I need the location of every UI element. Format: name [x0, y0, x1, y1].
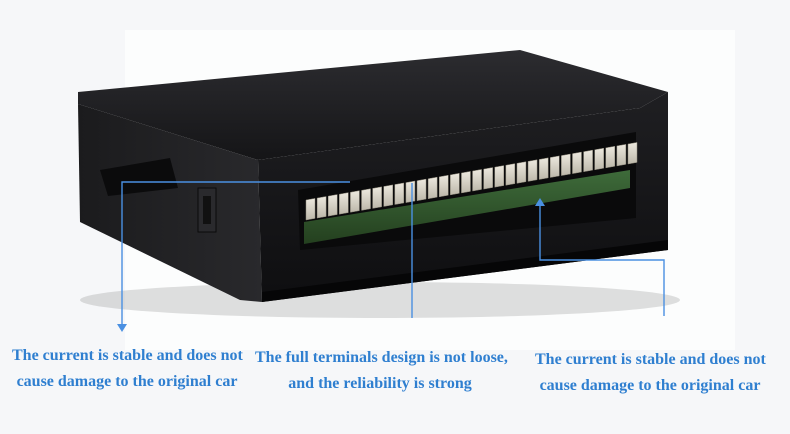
caption-right-line-1: The current is stable and does not: [535, 351, 766, 368]
module-side-face: [78, 104, 262, 302]
connector-pin: [305, 198, 316, 221]
caption-middle-line-2: and the reliability is strong: [288, 375, 472, 392]
connector-pin: [450, 172, 460, 196]
connector-pin: [416, 178, 427, 201]
callout-lines: [121, 181, 665, 328]
caption-left: The current is stable and does not cause…: [12, 343, 243, 395]
connector-pin: [461, 171, 471, 194]
connector-pin: [605, 145, 616, 169]
callout-arrowhead-left: [117, 324, 127, 332]
connector-pin: [572, 151, 582, 174]
caption-left-line-2: cause damage to the original car: [16, 373, 238, 390]
connector-pin: [627, 142, 638, 165]
connector-pin: [394, 182, 405, 205]
side-slot: [100, 158, 178, 196]
connector-pin: [483, 167, 493, 190]
connector-pin: [494, 165, 505, 188]
connector-pin: [316, 196, 327, 219]
connector-pin: [339, 192, 349, 215]
connector-pin: [550, 155, 560, 178]
caption-left-line-1: The current is stable and does not: [12, 347, 243, 364]
connector-pin: [372, 186, 382, 209]
caption-right: The current is stable and does not cause…: [535, 347, 766, 399]
connector-pin: [516, 161, 527, 184]
caption-middle-line-1: The full terminals design is not loose,: [255, 349, 508, 366]
connector-pin: [472, 169, 482, 192]
connector-pin: [561, 153, 571, 176]
connector-pin: [361, 188, 371, 211]
connector-pin: [616, 144, 627, 167]
connector-pins: [305, 142, 638, 221]
pcb-edge: [304, 170, 630, 244]
connector-pin: [350, 190, 360, 213]
connector-pin: [538, 157, 549, 180]
connector-pin: [583, 149, 593, 173]
connector-pin: [383, 184, 393, 207]
callout-line-left: [121, 181, 350, 328]
connector-pin: [594, 147, 604, 171]
connector-pin: [527, 159, 538, 182]
connector-pin: [405, 180, 416, 203]
caption-middle: The full terminals design is not loose, …: [255, 345, 508, 397]
module-shadow: [80, 282, 680, 318]
connector-pin: [427, 176, 438, 200]
connector-pin: [327, 194, 338, 217]
connector-pin: [505, 163, 516, 186]
caption-right-line-2: cause damage to the original car: [539, 377, 761, 394]
callout-line-right: [539, 200, 665, 316]
callout-arrowhead-right: [535, 198, 545, 206]
connector-pin: [438, 174, 449, 198]
module-top-face: [78, 50, 668, 160]
